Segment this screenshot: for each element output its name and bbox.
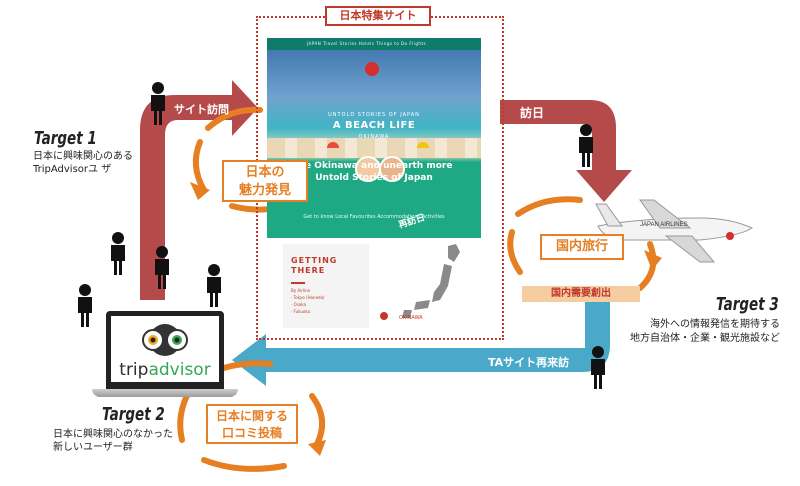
site-kicker: UNTOLD STORIES OF JAPAN <box>328 112 420 118</box>
japan-site-title: 日本特集サイト <box>325 6 431 26</box>
target-1-title: Target 1 <box>34 128 97 149</box>
domestic-travel-label: 国内旅行 <box>540 234 624 260</box>
person-icon <box>207 264 221 307</box>
owl-logo-icon <box>142 324 188 356</box>
target-1-desc-line1: 日本に興味関心のある <box>33 151 133 162</box>
info-line: · Osaka <box>291 302 306 307</box>
ta-revisit-label: TAサイト再来訪 <box>488 356 570 369</box>
visit-japan-label: 訪日 <box>520 106 545 120</box>
getting-there-title-line1: GETTING <box>291 256 338 265</box>
discovery-loop-head <box>190 182 210 200</box>
site-links: Get to know Local Favourites Accommodati… <box>303 214 445 220</box>
domestic-loop-head <box>644 250 662 270</box>
discovery-label-line1: 日本の <box>245 165 285 180</box>
discovery-label: 日本の 魅力発見 <box>222 160 308 202</box>
site-nav-text: JAPAN Travel Stories Hotels Things to Do… <box>307 41 427 46</box>
site-headline-line2: Untold Stories of Japan <box>315 173 433 183</box>
umbrella-icon <box>417 142 429 148</box>
site-hero-sub: OKINAWA <box>358 134 390 140</box>
target-3-desc-line1: 海外への情報発信を期待する <box>650 319 780 330</box>
person-icon <box>151 82 165 125</box>
target-3-title: Target 3 <box>716 294 779 315</box>
target-3-desc-line2: 地方自治体・企業・観光施設など <box>630 333 780 344</box>
info-line: By Airline <box>291 288 311 293</box>
avatar <box>379 156 405 182</box>
posting-label-line2: 口コミ投稿 <box>221 426 282 440</box>
person-icon <box>111 232 125 275</box>
umbrella-icon <box>327 142 339 148</box>
demand-creation-label: 国内需要創出 <box>522 286 640 302</box>
site-hero-title: A BEACH LIFE <box>332 120 416 131</box>
visit-japan-arrow <box>500 100 632 202</box>
site-headline-line1: ple Okinawa and unearth more <box>295 161 453 171</box>
getting-there-title: GETTING THERE <box>291 256 337 276</box>
person-icon <box>155 246 169 289</box>
brand-pre: trip <box>119 360 149 380</box>
getting-there-title-line2: THERE <box>291 266 326 275</box>
site-headline: ple Okinawa and unearth more Untold Stor… <box>267 160 481 184</box>
site-visit-label: サイト訪問 <box>174 103 229 116</box>
getting-there-panel: GETTING THERE By Airline · Tokyo (Haneda… <box>283 244 369 328</box>
person-icon <box>591 346 605 389</box>
person-icon <box>579 124 593 167</box>
laptop-base <box>92 389 238 397</box>
japan-map-icon <box>381 244 460 318</box>
rising-sun-icon <box>365 62 379 76</box>
ta-revisit-arrow <box>232 292 610 386</box>
info-line: · Fukuoka <box>291 309 311 314</box>
posting-loop-head <box>308 440 326 456</box>
info-line: · Tokyo (Haneda) <box>291 295 325 300</box>
person-icon <box>78 284 92 327</box>
map-label: OKINAWA <box>399 315 423 321</box>
target-1-desc-line2: TripAdvisorユ ザ <box>33 164 112 175</box>
map-pin-icon <box>380 312 388 320</box>
posting-label: 日本に関する 口コミ投稿 <box>206 404 298 444</box>
airplane-icon: JAPAN AIRLINES <box>595 199 754 263</box>
site-nav: JAPAN Travel Stories Hotels Things to Do… <box>267 38 481 50</box>
target-2-desc-line1: 日本に興味関心のなかった <box>53 429 173 440</box>
brand-post: advisor <box>148 360 211 380</box>
target-2-desc-line2: 新しいユーザー群 <box>53 442 133 453</box>
discovery-label-line2: 魅力発見 <box>238 183 291 198</box>
tripadvisor-wordmark: tripadvisor <box>111 360 219 380</box>
beach-image <box>267 138 481 158</box>
posting-label-line1: 日本に関する <box>215 409 288 423</box>
divider <box>291 282 305 284</box>
japan-site-screenshot: JAPAN Travel Stories Hotels Things to Do… <box>267 38 481 238</box>
svg-text:JAPAN AIRLINES: JAPAN AIRLINES <box>640 222 688 228</box>
target-2-title: Target 2 <box>102 404 165 425</box>
